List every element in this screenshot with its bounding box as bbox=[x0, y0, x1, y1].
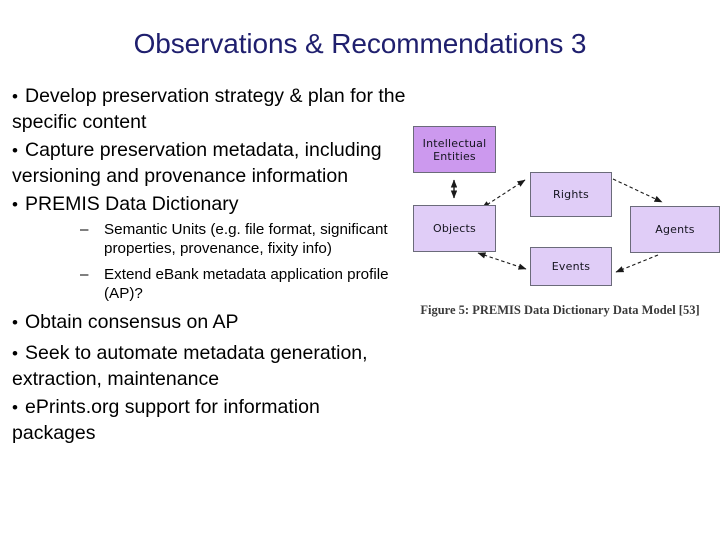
diagram-arrows bbox=[450, 178, 663, 273]
figure-caption: Figure 5: PREMIS Data Dictionary Data Mo… bbox=[420, 303, 700, 317]
diagram-node-events: Events bbox=[530, 247, 612, 286]
bullet-marker: • bbox=[12, 344, 18, 363]
sub-bullet-item: –Extend eBank metadata application profi… bbox=[12, 265, 408, 304]
node-label: Agents bbox=[655, 223, 695, 236]
sub-bullet-list: –Semantic Units (e.g. file format, signi… bbox=[12, 220, 408, 304]
diagram-node-agents: Agents bbox=[630, 206, 720, 253]
edge-rights-agents bbox=[612, 178, 663, 203]
sub-bullet-marker: – bbox=[80, 220, 89, 238]
diagram-node-objects: Objects bbox=[413, 205, 496, 252]
node-label-line2: Entities bbox=[433, 149, 476, 163]
sub-bullet-text: Semantic Units (e.g. file format, signif… bbox=[104, 220, 388, 258]
bullet-marker: • bbox=[12, 141, 18, 160]
bullet-text: Capture preservation metadata, including… bbox=[12, 139, 382, 187]
edge-objects-rights bbox=[481, 179, 526, 209]
bullet-text: Seek to automate metadata generation, ex… bbox=[12, 342, 368, 390]
node-label: Rights bbox=[553, 188, 589, 201]
bullet-item: • Obtain consensus on AP bbox=[12, 310, 408, 336]
bullet-item: •ePrints.org support for information pac… bbox=[12, 395, 408, 446]
bullet-text: Obtain consensus on AP bbox=[25, 310, 239, 333]
bullet-text: PREMIS Data Dictionary bbox=[25, 193, 239, 215]
sub-bullet-marker: – bbox=[80, 265, 89, 283]
bullet-item: • PREMIS Data Dictionary bbox=[12, 192, 408, 218]
page-title: Observations & Recommendations 3 bbox=[133, 28, 587, 59]
edge-agents-events bbox=[615, 254, 659, 273]
bullet-item: •Develop preservation strategy & plan fo… bbox=[12, 84, 408, 135]
bullet-item: •Capture preservation metadata, includin… bbox=[12, 138, 408, 189]
bullet-item: •Seek to automate metadata generation, e… bbox=[12, 341, 408, 392]
bullet-marker: • bbox=[12, 195, 18, 214]
bullet-marker: • bbox=[12, 398, 18, 417]
edge-objects-events bbox=[477, 252, 527, 270]
bullet-marker: • bbox=[12, 87, 18, 106]
node-label: Objects bbox=[433, 222, 476, 235]
body-text-column: •Develop preservation strategy & plan fo… bbox=[12, 84, 408, 447]
sub-bullet-item: –Semantic Units (e.g. file format, signi… bbox=[12, 220, 408, 259]
node-label: Events bbox=[551, 260, 591, 273]
node-label-line1: Intellectual bbox=[422, 136, 487, 150]
bullet-marker: • bbox=[12, 312, 18, 332]
bullet-text: ePrints.org support for information pack… bbox=[12, 396, 320, 444]
bullet-text: Develop preservation strategy & plan for… bbox=[12, 85, 406, 133]
sub-bullet-text: Extend eBank metadata application profil… bbox=[104, 265, 389, 303]
diagram-node-rights: Rights bbox=[530, 172, 612, 217]
